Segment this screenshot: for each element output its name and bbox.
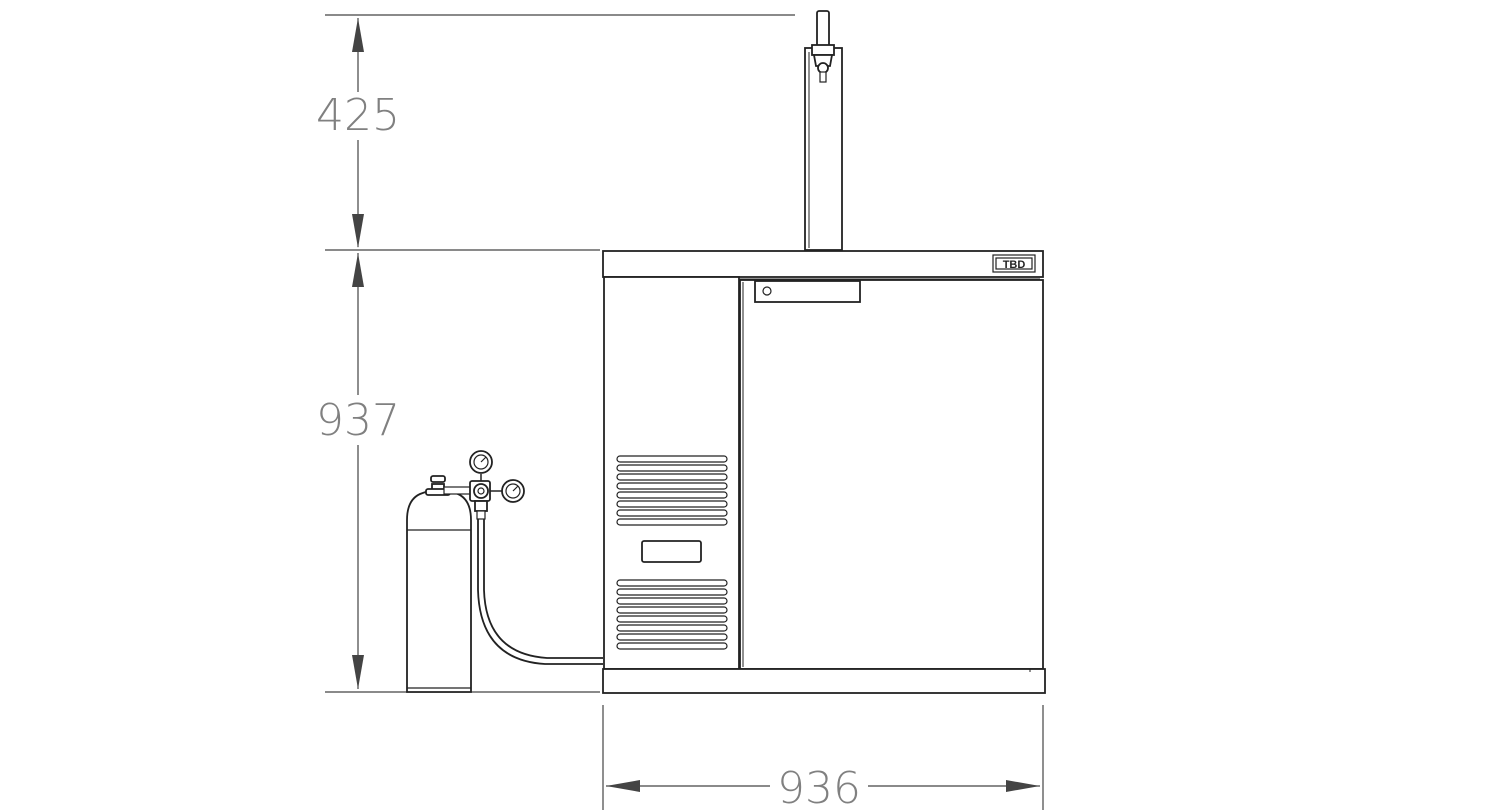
cabinet-door (739, 279, 1044, 670)
dimension-label-width: 936 (777, 763, 861, 810)
dimension-tower-height: 425 (316, 18, 400, 248)
countertop (602, 250, 1044, 278)
beer-tower (804, 10, 843, 251)
lower-vent-louvers (616, 579, 728, 650)
cabinet: TBD (602, 250, 1046, 694)
tap-handle (816, 10, 830, 48)
dimension-cabinet-width: 936 (606, 763, 1040, 810)
control-display (641, 540, 702, 563)
door-handle (754, 280, 861, 303)
dimension-cabinet-height: 937 (316, 253, 400, 689)
dimension-lines: 425 937 936 (316, 14, 1044, 810)
base-plinth (602, 668, 1046, 694)
gas-hose (477, 518, 603, 665)
dimension-label-cabinet-height: 937 (316, 395, 400, 446)
upper-vent-louvers (616, 455, 728, 526)
svg-text:TBD: TBD (1003, 259, 1026, 271)
gas-regulator (443, 450, 525, 520)
dimension-label-tower: 425 (316, 90, 400, 141)
co2-cylinder (406, 450, 603, 693)
brand-logo: TBD (992, 254, 1036, 273)
